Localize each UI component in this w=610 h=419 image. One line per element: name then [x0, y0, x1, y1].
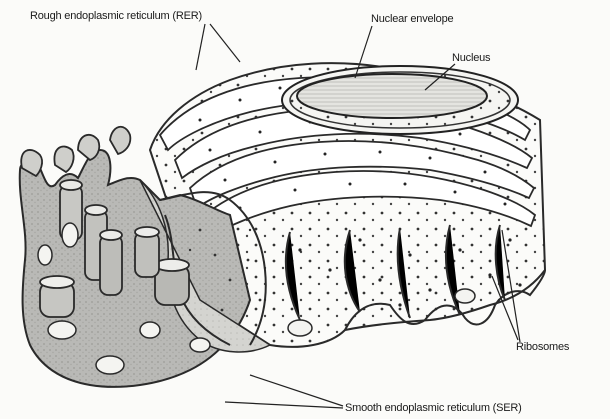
nucleus-group	[282, 66, 518, 134]
rer-label: Rough endoplasmic reticulum (RER)	[30, 10, 202, 22]
nucleus-shape	[297, 74, 487, 118]
ser-label-group: Smooth endoplasmic reticulum (SER)	[225, 375, 522, 414]
ser-curls	[21, 127, 130, 176]
nucleus-label: Nucleus	[452, 52, 491, 64]
ser-label: Smooth endoplasmic reticulum (SER)	[345, 402, 522, 414]
ribosomes-label: Ribosomes	[516, 341, 570, 353]
nuclear-envelope-label: Nuclear envelope	[371, 13, 453, 25]
rer-label-group: Rough endoplasmic reticulum (RER)	[30, 10, 240, 70]
